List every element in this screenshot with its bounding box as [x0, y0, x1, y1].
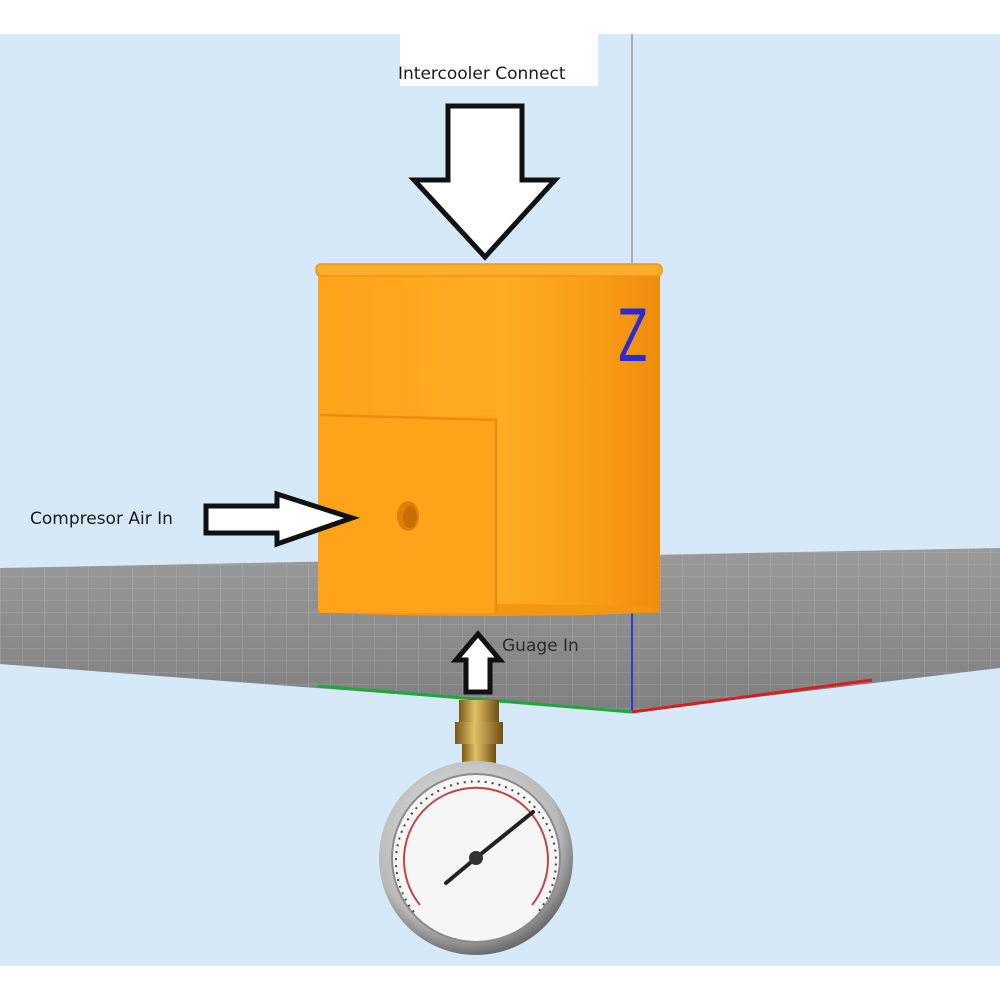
axis-x-line [631, 678, 873, 714]
axis-z-label: Z [618, 294, 648, 378]
part-front-block-edge [319, 413, 498, 613]
compressor-arrow [203, 490, 360, 548]
intercooler-arrow [408, 103, 561, 261]
intercooler-connect-label: Intercooler Connect [398, 64, 566, 84]
gauge-in-label: Guage In [502, 636, 579, 656]
compressor-inlet-hole-inner [403, 506, 417, 528]
pressure-gauge-icon [379, 700, 573, 955]
label-backdrop [400, 34, 598, 86]
part-top-lip [315, 263, 663, 277]
build-plate-grid [0, 548, 1000, 712]
axis-y-line [317, 684, 633, 714]
compressor-air-in-label: Compresor Air In [30, 509, 173, 529]
gauge-arrow [450, 630, 506, 695]
